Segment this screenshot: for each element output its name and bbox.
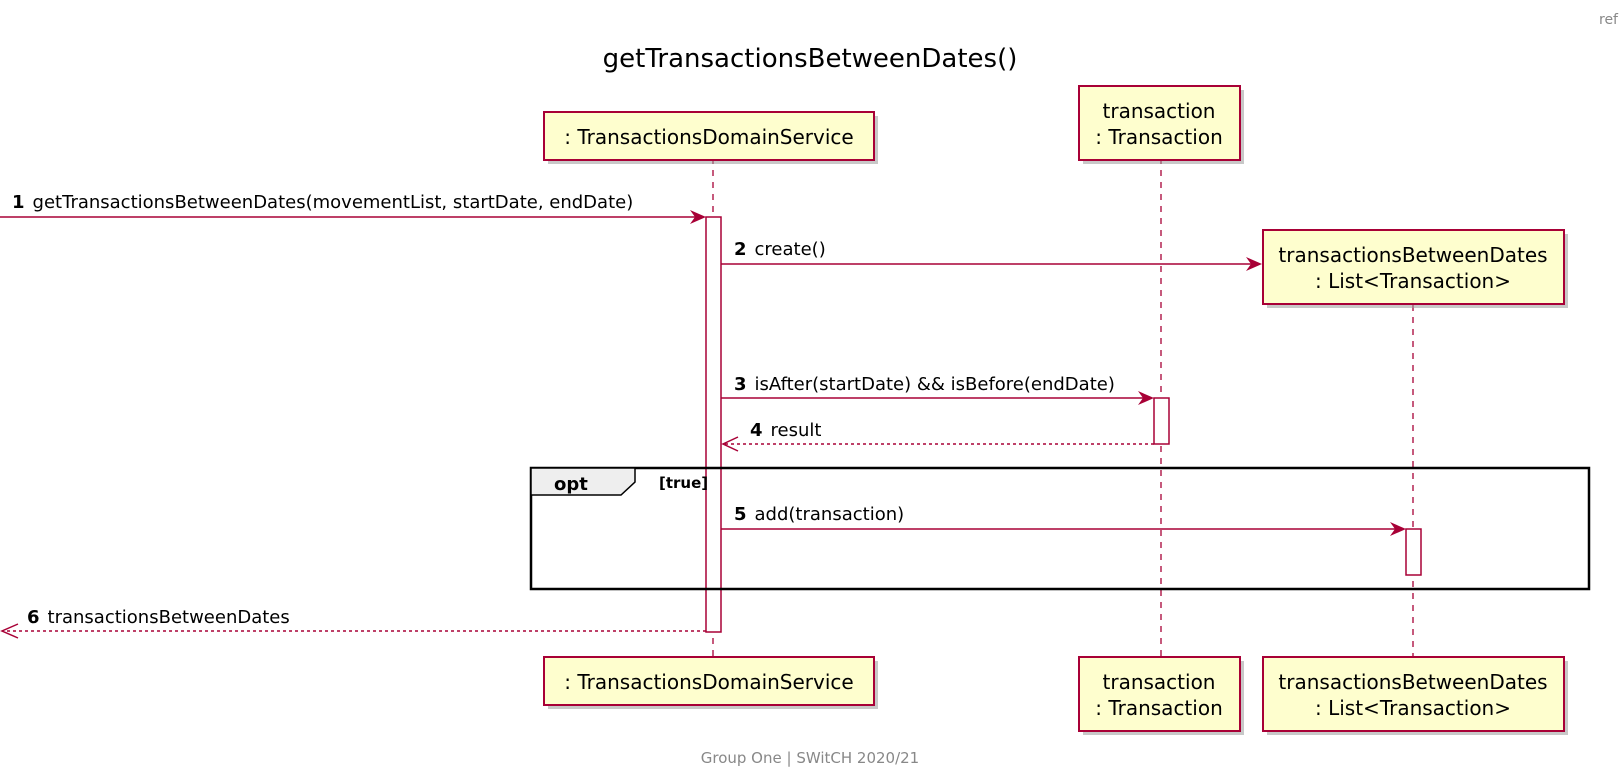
message-1-number: 1 [12, 192, 25, 213]
arrowhead [1246, 257, 1262, 271]
activation-service [705, 216, 722, 633]
participant-list-created: transactionsBetweenDates : List<Transact… [1262, 229, 1568, 308]
message-5: 5 add(transaction) [721, 504, 1406, 536]
participant-service-top: : TransactionsDomainService [543, 111, 878, 164]
participant-service-bottom-label: : TransactionsDomainService [564, 670, 853, 694]
participant-transaction-bottom: transaction : Transaction [1078, 656, 1244, 735]
message-3: 3 isAfter(startDate) && isBefore(endDate) [721, 374, 1154, 405]
message-5-label: add(transaction) [755, 504, 905, 525]
opt-frame [529, 466, 1591, 591]
message-3-label: isAfter(startDate) && isBefore(endDate) [755, 374, 1115, 395]
message-4: 4 result [721, 420, 1154, 452]
participant-transaction-top-line1: transaction [1103, 99, 1216, 123]
opt-label: opt [554, 474, 588, 495]
arrowhead [721, 436, 739, 452]
message-2-label: create() [755, 239, 826, 260]
participant-list-created-line1: transactionsBetweenDates [1278, 243, 1547, 267]
arrowhead [1390, 522, 1406, 536]
activation-list [1405, 528, 1422, 576]
participant-transaction-top-line2: : Transaction [1095, 125, 1223, 149]
ref-label: ref [1599, 12, 1619, 28]
diagram-title: getTransactionsBetweenDates() [603, 44, 1018, 74]
participant-list-bottom: transactionsBetweenDates : List<Transact… [1262, 656, 1568, 735]
arrowhead [1138, 391, 1154, 405]
activation-transaction [1153, 397, 1170, 445]
message-4-label: result [771, 420, 822, 441]
opt-guard: [true] [659, 474, 708, 492]
participant-list-bottom-line2: : List<Transaction> [1315, 696, 1511, 720]
participant-service-top-label: : TransactionsDomainService [564, 125, 853, 149]
footer-text: Group One | SWitCH 2020/21 [701, 749, 919, 767]
message-5-number: 5 [734, 504, 747, 525]
message-6: 6 transactionsBetweenDates [0, 607, 706, 639]
opt-fragment: opt [true] [529, 466, 1591, 591]
participant-list-created-line2: : List<Transaction> [1315, 269, 1511, 293]
opt-tab [530, 467, 636, 496]
message-6-number: 6 [27, 607, 40, 628]
participant-transaction-top: transaction : Transaction [1078, 85, 1244, 164]
participant-transaction-bottom-line1: transaction [1103, 670, 1216, 694]
message-2: 2 create() [721, 239, 1262, 271]
message-1-label: getTransactionsBetweenDates(movementList… [33, 192, 634, 213]
message-2-number: 2 [734, 239, 747, 260]
participant-list-bottom-line1: transactionsBetweenDates [1278, 670, 1547, 694]
participant-transaction-bottom-line2: : Transaction [1095, 696, 1223, 720]
message-6-label: transactionsBetweenDates [48, 607, 290, 628]
message-3-number: 3 [734, 374, 747, 395]
arrowhead [690, 210, 706, 224]
participant-service-bottom: : TransactionsDomainService [543, 656, 878, 709]
message-1: 1 getTransactionsBetweenDates(movementLis… [0, 192, 706, 224]
message-4-number: 4 [750, 420, 763, 441]
arrowhead [0, 623, 19, 639]
